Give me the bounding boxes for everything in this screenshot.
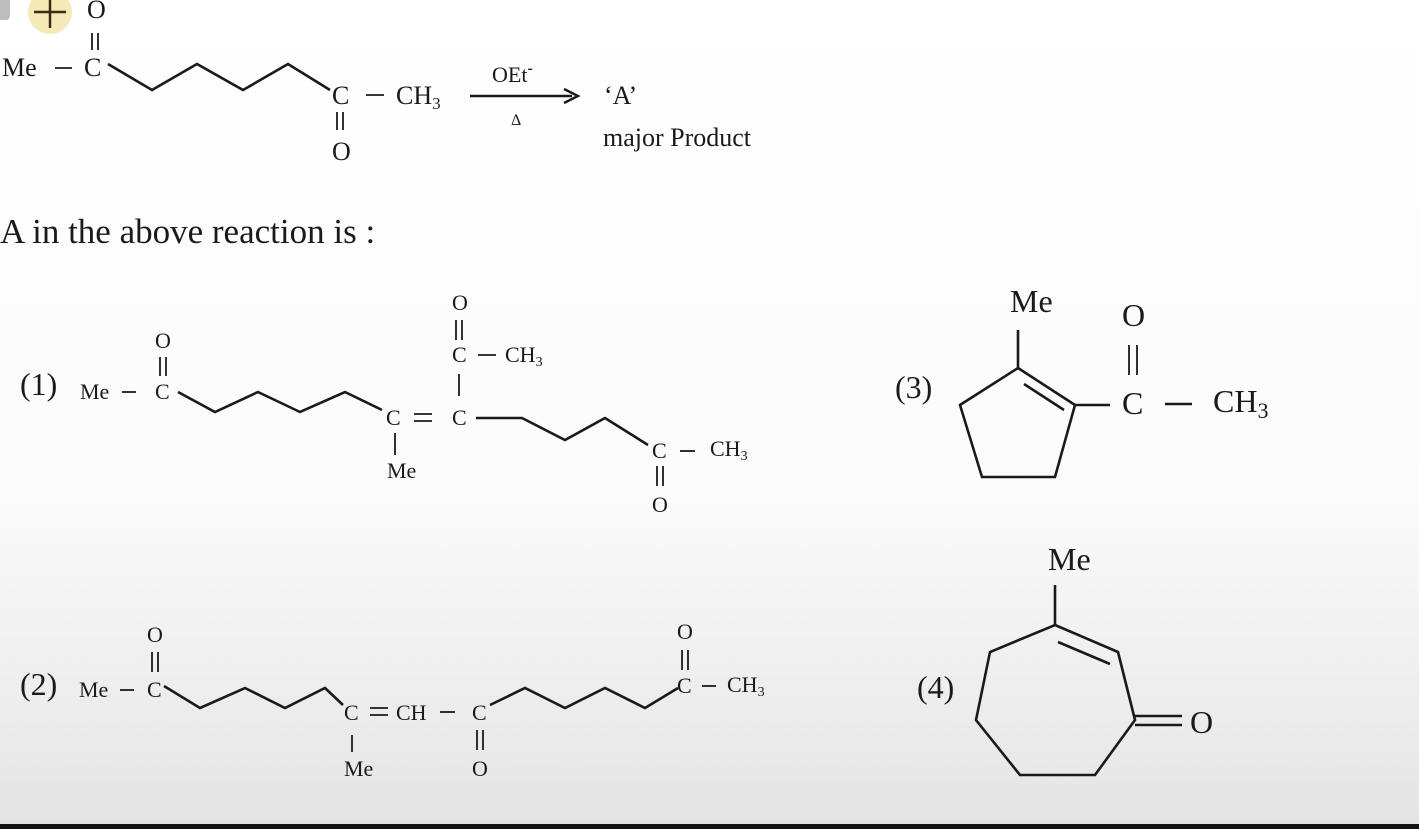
option-1-c2: C	[386, 405, 401, 430]
option-2-me: Me	[79, 677, 108, 702]
option-1-c5: C	[652, 438, 667, 463]
option-4-label: (4)	[917, 669, 954, 705]
option-1-c1: C	[155, 379, 170, 404]
reagent: OEt-	[492, 60, 533, 87]
reactant-c2: C	[332, 81, 349, 110]
option-1-o1: O	[155, 328, 171, 353]
reactant-o2: O	[332, 137, 351, 166]
option-1-ch3-b: CH3	[710, 436, 748, 464]
reactant-ch3: CH3	[396, 81, 441, 113]
option-4[interactable]: (4) Me O	[917, 541, 1213, 777]
reactant-me: Me	[2, 53, 37, 82]
option-1-me: Me	[80, 379, 109, 404]
option-4-o: O	[1190, 704, 1213, 740]
option-2-ch: CH	[396, 700, 427, 725]
option-1-o2: O	[452, 290, 468, 315]
option-2-ch3: CH3	[727, 672, 765, 700]
option-4-me: Me	[1048, 541, 1091, 577]
product-note: major Product	[603, 123, 752, 152]
option-3-c: C	[1122, 385, 1143, 421]
cursor-highlight-icon	[0, 0, 72, 34]
reactant-o1: O	[87, 0, 106, 24]
option-2-c1: C	[147, 677, 162, 702]
option-3[interactable]: (3) Me C O CH3	[895, 283, 1268, 479]
option-2-o2: O	[472, 756, 488, 781]
option-1-ch3-a: CH3	[505, 342, 543, 370]
option-1-c3: C	[452, 405, 467, 430]
option-1[interactable]: (1) Me C O C C Me C O CH3 C CH3 O	[20, 290, 748, 517]
option-3-ch3: CH3	[1213, 383, 1268, 423]
option-3-me: Me	[1010, 283, 1053, 319]
option-3-o: O	[1122, 297, 1145, 333]
option-1-c4: C	[452, 342, 467, 367]
reaction-arrow: OEt- Δ	[470, 60, 581, 129]
option-3-label: (3)	[895, 369, 932, 405]
option-2-me2: Me	[344, 756, 373, 781]
product-label: ‘A’	[604, 81, 637, 110]
option-2-c2: C	[344, 700, 359, 725]
question-text: A in the above reaction is :	[0, 212, 375, 251]
option-2-c4: C	[677, 673, 692, 698]
option-2-c3: C	[472, 700, 487, 725]
reactant-structure: Me C O C CH3 O	[2, 0, 441, 166]
option-1-o3: O	[652, 492, 668, 517]
option-2[interactable]: (2) Me C O C CH C O Me C O CH3	[20, 619, 765, 781]
option-2-o1: O	[147, 622, 163, 647]
reactant-c1: C	[84, 53, 101, 82]
option-2-o3: O	[677, 619, 693, 644]
option-1-me2: Me	[387, 458, 416, 483]
heat-symbol: Δ	[511, 112, 521, 129]
option-1-label: (1)	[20, 366, 57, 402]
bottom-border	[0, 824, 1419, 829]
option-2-label: (2)	[20, 666, 57, 702]
